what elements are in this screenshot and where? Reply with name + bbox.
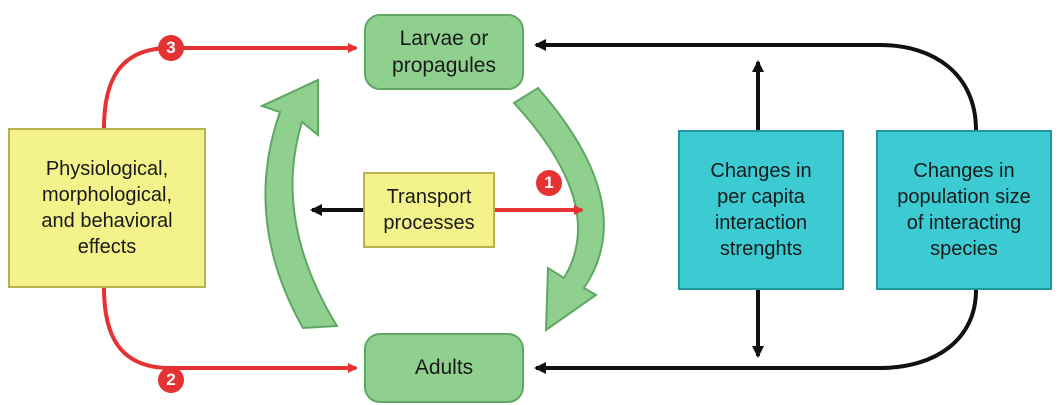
- larvae-label: Larvae or propagules: [392, 26, 496, 77]
- badge-3: 3: [158, 35, 184, 61]
- transport-processes-label: Transport processes: [383, 186, 475, 234]
- adults-to-larvae-cycle-arrow: [259, 78, 339, 330]
- physiological-effects-node: Physiological, morphological, and behavi…: [8, 128, 206, 288]
- badge-2: 2: [158, 367, 184, 393]
- transport-processes-node: Transport processes: [363, 172, 495, 248]
- population-to-larvae-arrow: [534, 39, 978, 131]
- badge-1: 1: [536, 170, 562, 196]
- per-capita-interaction-label: Changes in per capita interaction streng…: [710, 160, 812, 260]
- larvae-to-adults-cycle-arrow: [512, 86, 605, 332]
- adults-label: Adults: [414, 356, 474, 380]
- population-size-label: Changes in population size of interactin…: [897, 160, 1031, 260]
- physiological-effects-label: Physiological, morphological, and behavi…: [41, 158, 173, 258]
- larvae-node: Larvae or propagules: [364, 14, 524, 90]
- population-size-node: Changes in population size of interactin…: [876, 130, 1052, 290]
- adults-node: Adults: [364, 333, 524, 403]
- population-to-adults-arrow: [534, 289, 978, 374]
- per-capita-interaction-node: Changes in per capita interaction streng…: [678, 130, 844, 290]
